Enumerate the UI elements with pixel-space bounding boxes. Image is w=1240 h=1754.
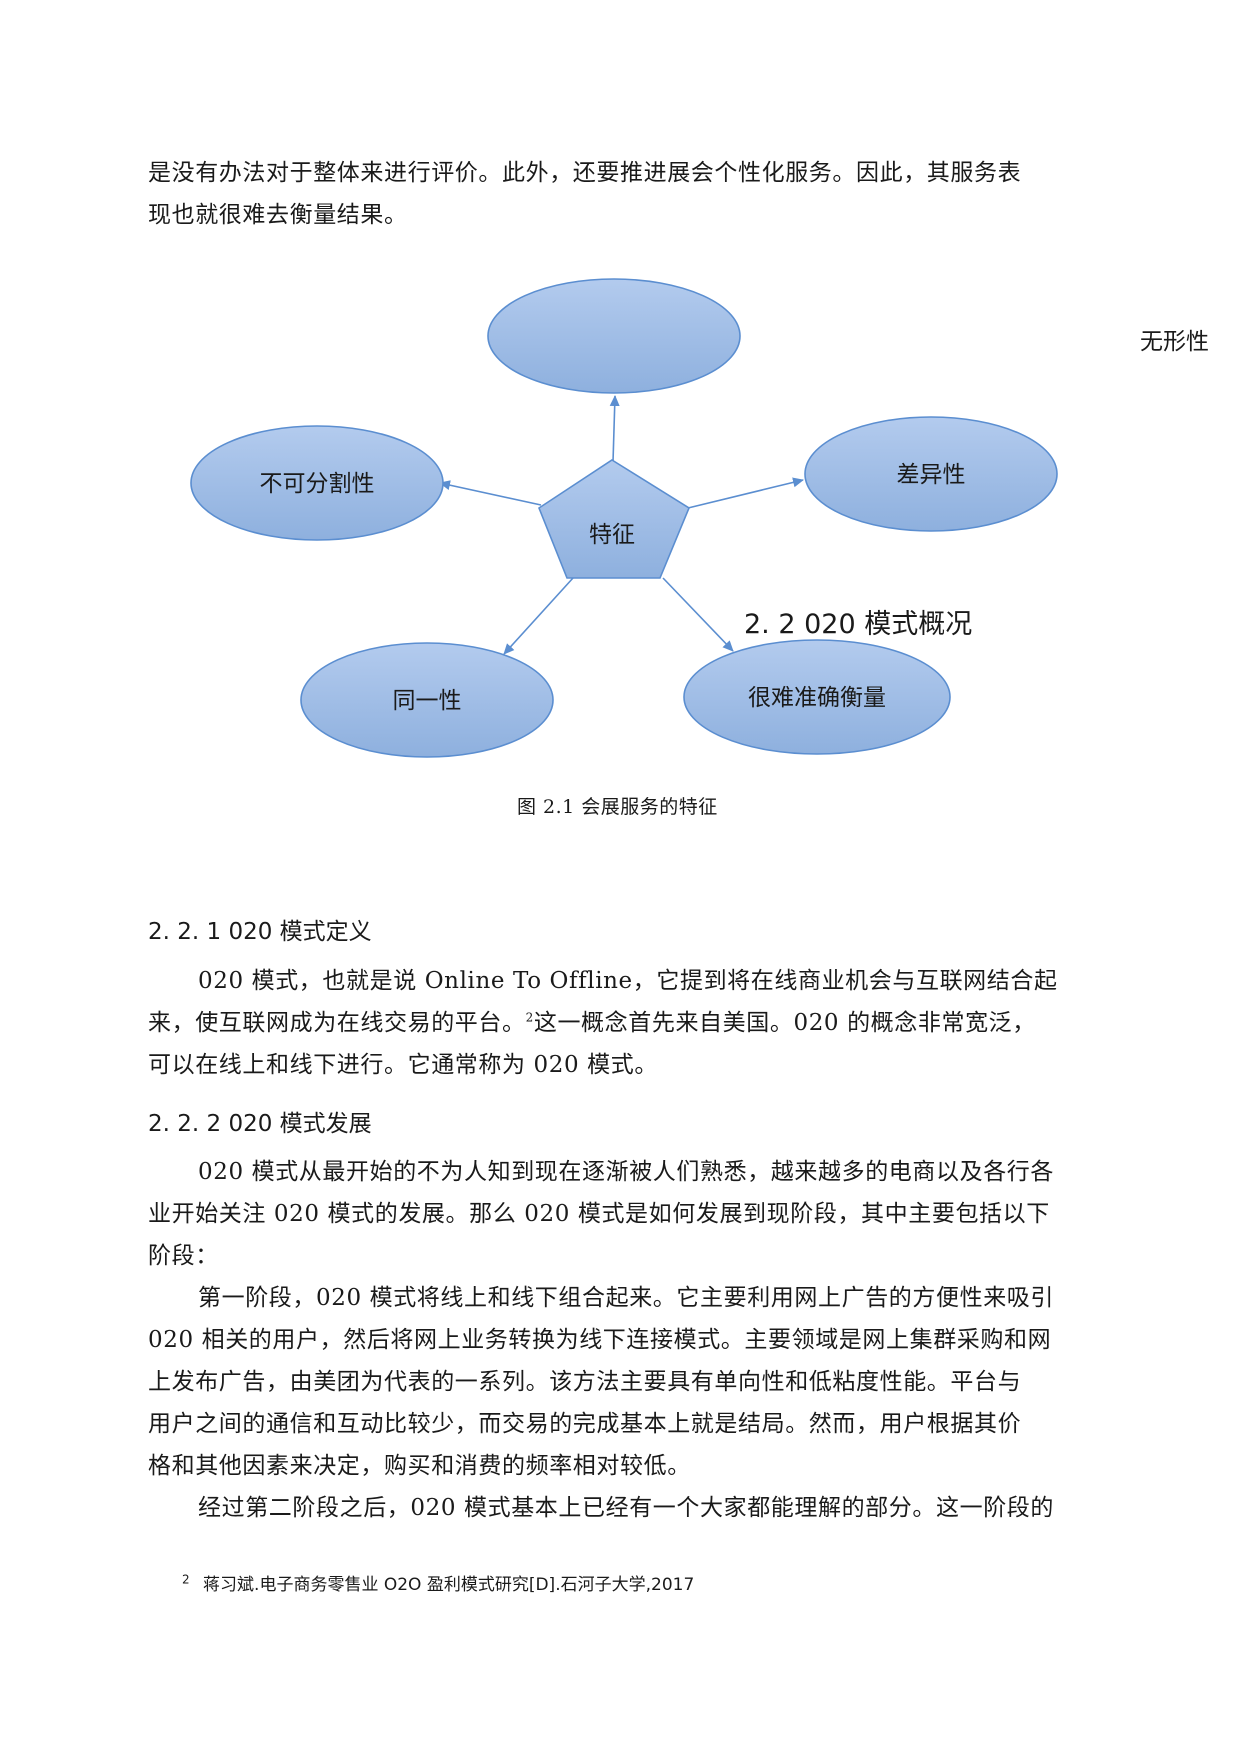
section-222-p3-line-1: 经过第二阶段之后，020 模式基本上已经有一个大家都能理解的部分。这一阶段的 [198,1495,1055,1521]
section-222-p1-line-2: 业开始关注 020 模式的发展。那么 020 模式是如何发展到现阶段，其中主要包… [148,1201,1050,1227]
node-bottom-right-label: 很难准确衡量 [748,685,886,711]
section-222-p2-line-4: 用户之间的通信和互动比较少，而交易的完成基本上就是结局。然而，用户根据其价 [148,1411,1022,1437]
section-222-p2-line-5: 格和其他因素来决定，购买和消费的频率相对较低。 [148,1453,691,1479]
feature-diagram: 差异性 不可分割性 同一性 很难准确衡量 特征 [190,278,1058,758]
intro-line-1: 是没有办法对于整体来进行评价。此外，还要推进展会个性化服务。因此，其服务表 [148,160,1022,186]
overlay-heading: 2. 2 020 模式概况 [744,609,973,640]
section-221-line-2b: 这一概念首先来自美国。020 的概念非常宽泛， [533,1010,1036,1036]
section-222-p1-line-1: 020 模式从最开始的不为人知到现在逐渐被人们熟悉，越来越多的电商以及各行各 [198,1159,1055,1185]
node-top [487,278,741,394]
node-right-label: 差异性 [897,462,966,488]
section-222-p2-line-1: 第一阶段，020 模式将线上和线下组合起来。它主要利用网上广告的方便性来吸引 [198,1285,1055,1311]
figure-caption: 图 2.1 会展服务的特征 [517,796,718,818]
section-221-line-2a: 来，使互联网成为在线交易的平台。 [148,1010,526,1036]
intro-line-2: 现也就很难去衡量结果。 [148,202,408,228]
section-222-heading: 2. 2. 2 020 模式发展 [148,1111,372,1137]
node-left: 不可分割性 [190,425,444,541]
footnote: 2 蒋习斌.电子商务零售业 O2O 盈利模式研究[D].石河子大学,2017 [182,1570,694,1595]
center-label: 特征 [589,522,635,548]
node-bottom-left-label: 同一性 [393,688,462,714]
footnote-ref: 2 [525,1010,534,1025]
center-pentagon: 特征 [538,459,690,579]
node-right: 差异性 [804,416,1058,532]
arrow-to-top [609,395,620,463]
connector-arrows [439,395,804,655]
node-left-label: 不可分割性 [260,471,375,497]
section-222-p1-line-3: 阶段： [148,1243,219,1269]
section-221-heading: 2. 2. 1 020 模式定义 [148,919,372,945]
section-221-line-1: 020 模式，也就是说 Online To Offline，它提到将在线商业机会… [198,968,1058,994]
section-222-p2-line-2: 020 相关的用户，然后将网上业务转换为线下连接模式。主要领域是网上集群采购和网 [148,1327,1052,1353]
section-222-p2-line-3: 上发布广告，由美团为代表的一系列。该方法主要具有单向性和低粘度性能。平台与 [148,1369,1022,1395]
arrow-to-left [439,480,542,506]
arrow-to-bottom-right [662,577,734,652]
arrow-to-right [687,477,804,509]
arrow-to-bottom-left [503,577,574,655]
node-bottom-left: 同一性 [300,642,554,758]
footnote-marker: 2 [182,1572,190,1587]
section-221-line-3: 可以在线上和线下进行。它通常称为 020 模式。 [148,1052,658,1078]
node-bottom-right: 很难准确衡量 [683,639,951,755]
section-221-line-2: 来，使互联网成为在线交易的平台。2这一概念首先来自美国。020 的概念非常宽泛， [148,1003,1036,1037]
footnote-text: 蒋习斌.电子商务零售业 O2O 盈利模式研究[D].石河子大学,2017 [203,1575,695,1595]
side-label: 无形性 [1140,329,1209,355]
